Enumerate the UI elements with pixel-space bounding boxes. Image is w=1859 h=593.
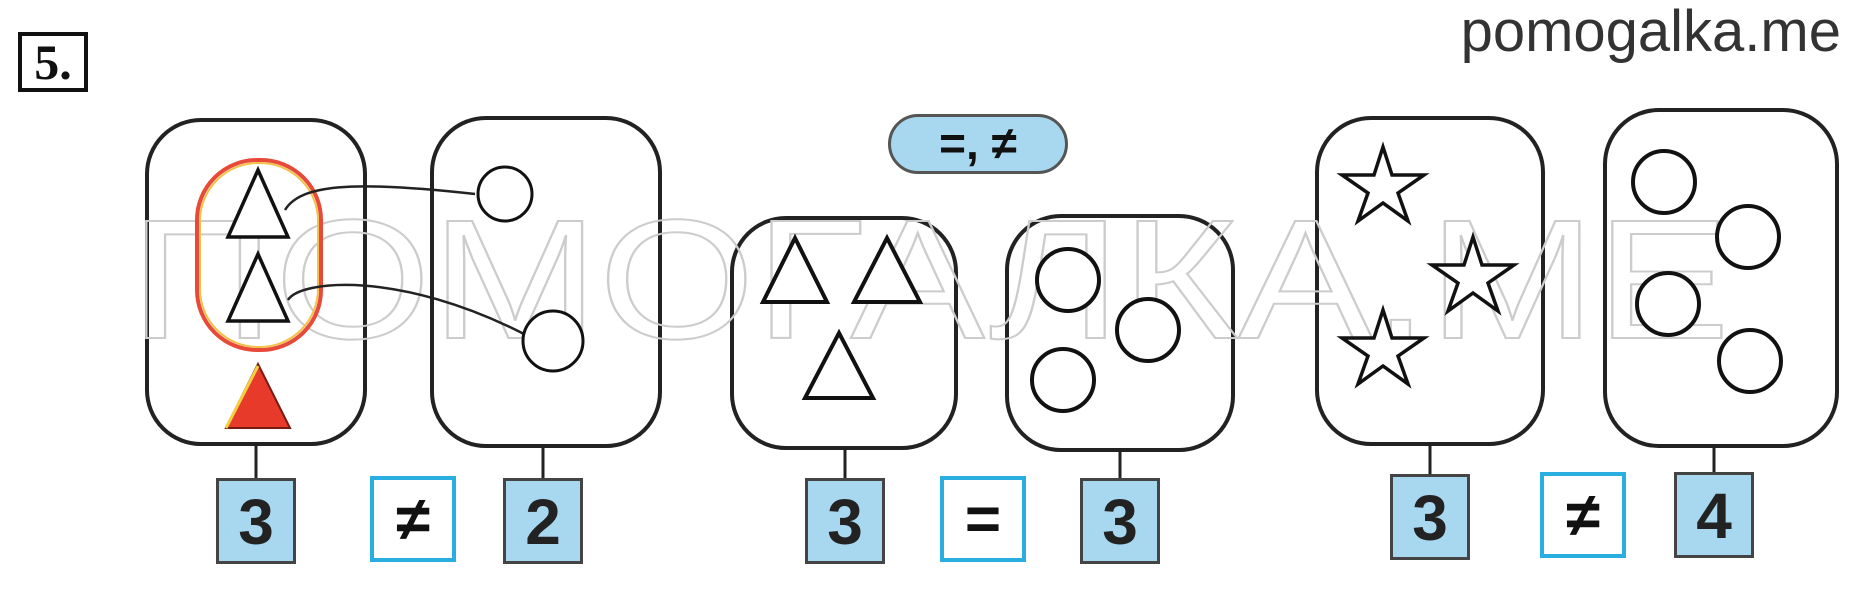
triangle-icon [225,165,291,239]
triangle-icon [759,233,831,304]
group2-left-count: 3 [805,478,885,564]
match-line [286,283,527,337]
star-icon [1336,141,1430,226]
circle-icon [521,309,585,373]
group3-left-count: 3 [1390,474,1470,560]
circle-icon [1030,347,1096,413]
group3-left-box [1315,116,1545,446]
group1-sign[interactable]: ≠ [370,476,456,562]
circle-icon [1115,297,1181,363]
site-label: pomogalka.me [1460,0,1841,64]
group3-right-count: 4 [1674,472,1754,558]
group1-right-count: 2 [503,478,583,564]
triangle-icon [801,328,877,400]
task-number: 5. [18,32,88,92]
star-icon [1426,231,1520,316]
circle-icon [1035,247,1101,313]
circle-icon [1715,204,1781,270]
hint-pill: =, ≠ [888,114,1068,174]
red-triangle-icon [224,361,292,429]
circle-icon [1631,149,1697,215]
match-line [283,185,476,211]
group3-sign[interactable]: ≠ [1540,472,1626,558]
group1-right-box [430,116,662,448]
group1-left-count: 3 [216,478,296,564]
group2-left-box [730,216,958,450]
circle-icon [1635,271,1701,337]
triangle-icon [850,233,924,304]
triangle-icon [225,249,291,323]
group2-sign[interactable]: = [940,476,1026,562]
group2-right-count: 3 [1080,478,1160,564]
circle-icon [476,165,534,223]
highlight-oval [195,158,323,352]
circle-icon [1717,328,1783,394]
star-icon [1336,304,1430,389]
